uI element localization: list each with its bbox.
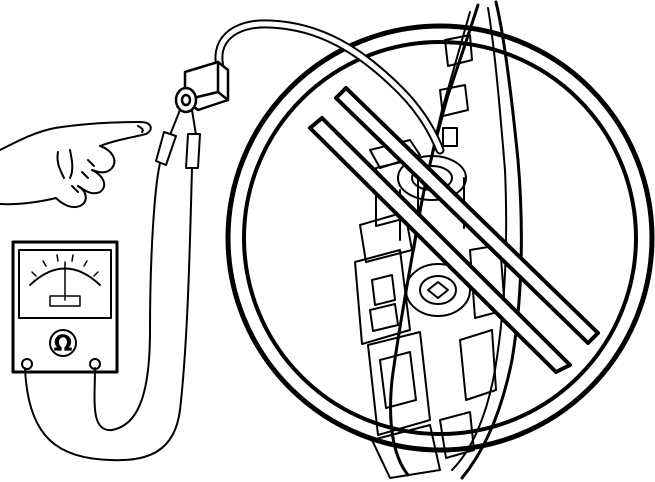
connector-plug	[174, 60, 230, 114]
ohmmeter-icon: Ω	[11, 240, 119, 374]
range-dial	[49, 329, 77, 357]
test-cable	[214, 19, 445, 155]
terminal-right	[89, 358, 101, 370]
prohibition-sign-icon	[225, 23, 655, 453]
meter-display	[18, 249, 112, 319]
ohm-symbol: Ω	[54, 332, 73, 357]
probe-leads	[24, 109, 201, 462]
pointing-hand-icon	[0, 121, 152, 208]
terminal-left	[21, 358, 33, 370]
